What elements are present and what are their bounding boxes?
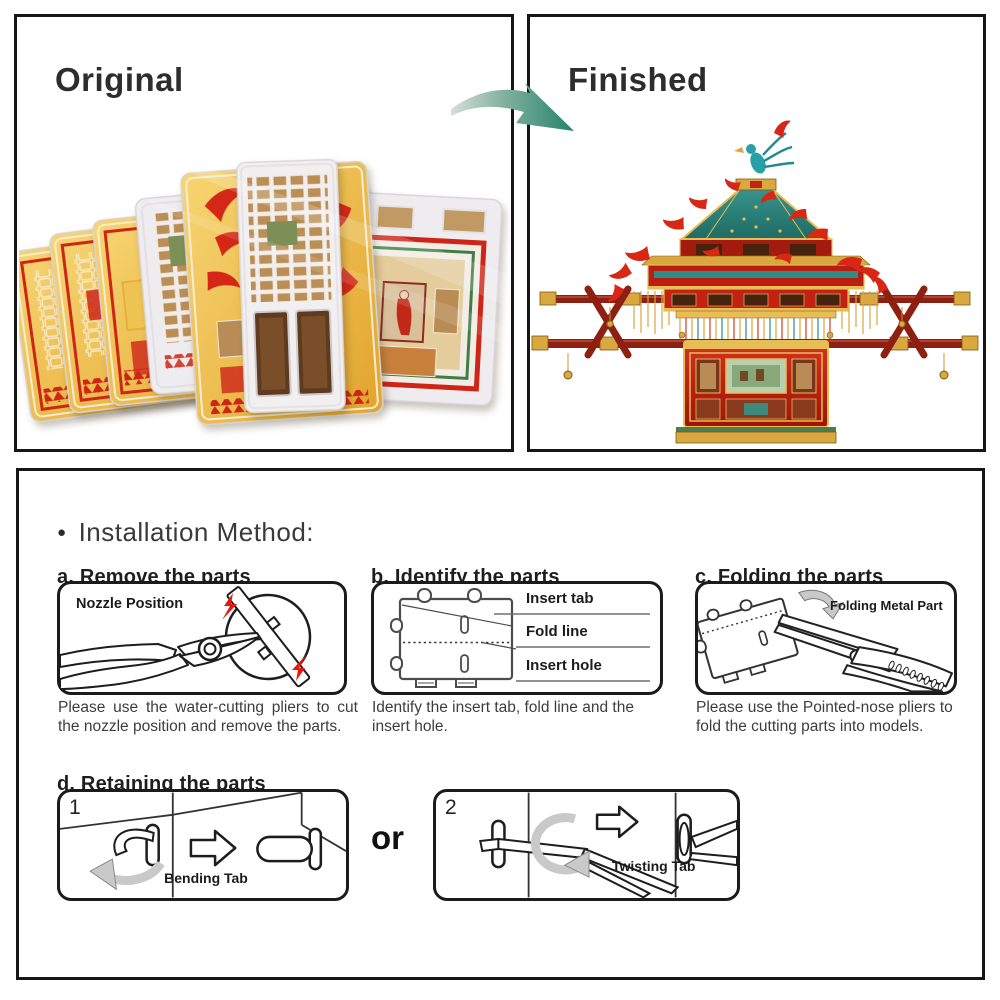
finished-panel: Finished: [527, 14, 986, 452]
flow-arrow-icon: [451, 83, 574, 131]
pliers-jaws: [573, 847, 680, 898]
gloss-highlight: [169, 155, 505, 305]
installation-heading: ● Installation Method:: [57, 517, 314, 548]
bent-tab-icon: [256, 835, 314, 863]
bending-tab-illustration: [60, 792, 346, 898]
tab-icon: [479, 837, 500, 853]
folding-parts-diagram: Folding Metal Part: [695, 581, 957, 695]
section-c-caption: Please use the Pointed-nose pliers to fo…: [696, 699, 953, 735]
insert-tab-icon: [417, 588, 432, 603]
or-connector: or: [371, 819, 404, 856]
lightning-icon: [292, 654, 307, 681]
insert-hole-label: Insert hole: [526, 657, 602, 674]
insert-hole-icon: [460, 654, 469, 673]
installation-panel: ● Installation Method: a. Remove the par…: [16, 468, 985, 980]
twisting-tab-label: Twisting Tab: [612, 858, 696, 874]
hanging-bells: [563, 307, 949, 380]
pliers-grip-texture: [888, 660, 945, 691]
metal-strip: [226, 586, 311, 688]
bending-tab-label: Bending Tab: [164, 870, 248, 886]
twisting-tab-illustration: [479, 792, 737, 898]
sedan-eaves: [641, 255, 871, 312]
pliers-tip: [690, 819, 737, 849]
gloss-highlight-2: [139, 195, 505, 345]
cutting-pliers-illustration: [60, 586, 312, 690]
pliers-icon: [60, 632, 262, 690]
remove-parts-diagram: Nozzle Position: [57, 581, 347, 695]
insert-tab-label: Insert tab: [526, 590, 594, 607]
metal-sheet-photos: [236, 158, 346, 414]
curve-arrow-icon: [530, 813, 586, 875]
folding-pliers-illustration: [698, 589, 953, 692]
option-1-number: 1: [69, 796, 81, 819]
block-arrow-icon: [595, 805, 639, 839]
section-a-caption: Please use the water-cutting pliers to c…: [58, 699, 358, 735]
bullet-icon: ●: [57, 524, 67, 541]
bending-tab-diagram: 1 Bending Tab: [57, 789, 349, 901]
fold-line-label: Fold line: [526, 623, 588, 640]
insert-tab-icon: [467, 588, 482, 603]
identify-parts-diagram: Insert tab Fold line Insert hole: [371, 581, 663, 695]
pliers-tip: [688, 851, 737, 867]
sedan-roof: [679, 178, 833, 262]
metal-sheets-illustration: [19, 155, 505, 426]
phoenix-finial: [734, 119, 796, 174]
section-b-caption: Identify the insert tab, fold line and t…: [372, 699, 634, 735]
twisted-tab-icon: [678, 821, 690, 857]
label-guide-lines: [494, 613, 650, 682]
sedan-body: [675, 310, 837, 444]
finished-title: Finished: [568, 61, 708, 99]
folding-metal-part-label: Folding Metal Part: [830, 598, 943, 613]
block-arrow-icon: [189, 829, 237, 867]
option-2-number: 2: [445, 796, 457, 819]
curve-arrow-icon: [797, 589, 845, 620]
nozzle-position-label: Nozzle Position: [76, 596, 184, 612]
lightning-icon: [222, 593, 237, 620]
panel-edges: [60, 792, 346, 898]
finished-model-illustration: [531, 119, 979, 444]
original-panel: Original: [14, 14, 514, 452]
tab-icon: [113, 828, 155, 857]
installation-heading-text: Installation Method:: [78, 517, 315, 547]
part-identification-illustration: [390, 588, 650, 688]
original-title: Original: [55, 61, 184, 99]
insert-hole-icon: [460, 615, 469, 634]
twisting-tab-diagram: 2 Twisting Tab: [433, 789, 740, 901]
metal-part: [698, 597, 799, 684]
